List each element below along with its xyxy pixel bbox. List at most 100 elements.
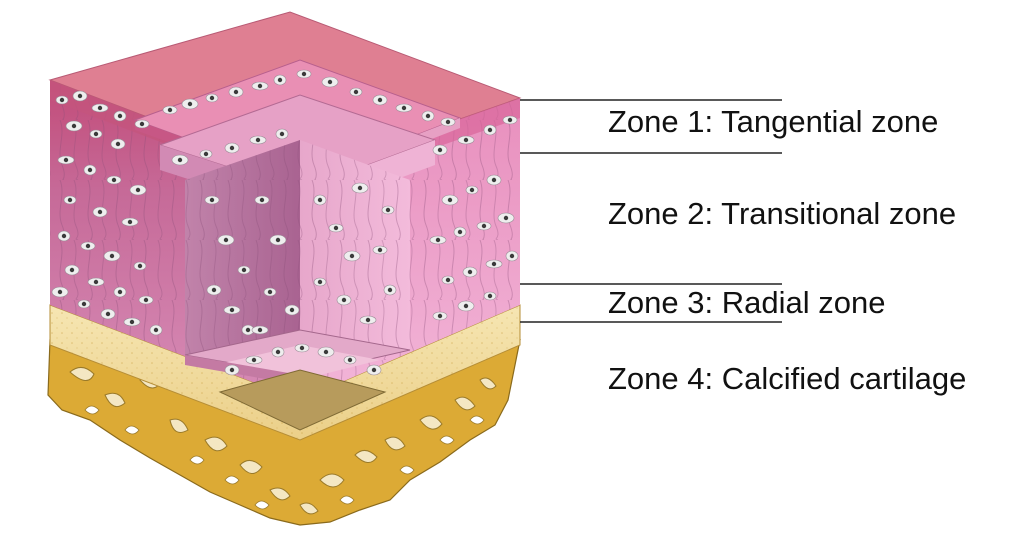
cell-nucleus	[97, 105, 103, 111]
cell-nucleus	[267, 289, 273, 295]
cell-nucleus	[97, 209, 103, 215]
cell-nucleus	[503, 215, 509, 221]
cell-nucleus	[277, 77, 283, 83]
cell-nucleus	[223, 237, 229, 243]
cell-nucleus	[255, 137, 261, 143]
cell-nucleus	[301, 71, 307, 77]
cell-nucleus	[385, 207, 391, 213]
cell-nucleus	[469, 187, 475, 193]
cell-nucleus	[275, 349, 281, 355]
cell-nucleus	[153, 327, 159, 333]
cell-nucleus	[445, 119, 451, 125]
cell-nucleus	[437, 147, 443, 153]
cell-nucleus	[491, 261, 497, 267]
cell-nucleus	[509, 253, 515, 259]
zone-leader-lines	[520, 99, 782, 323]
cell-nucleus	[333, 225, 339, 231]
cell-nucleus	[93, 279, 99, 285]
cell-nucleus	[457, 229, 463, 235]
cell-nucleus	[507, 117, 513, 123]
cell-nucleus	[139, 121, 145, 127]
cell-nucleus	[323, 349, 329, 355]
zone-1-label: Zone 1: Tangential zone	[608, 104, 939, 139]
cell-nucleus	[177, 157, 183, 163]
cell-nucleus	[211, 287, 217, 293]
cell-nucleus	[289, 307, 295, 313]
cell-nucleus	[137, 263, 143, 269]
cell-nucleus	[135, 187, 141, 193]
cell-nucleus	[467, 269, 473, 275]
cell-nucleus	[257, 83, 263, 89]
cell-nucleus	[425, 113, 431, 119]
cell-nucleus	[229, 307, 235, 313]
cell-nucleus	[167, 107, 173, 113]
cell-nucleus	[187, 101, 193, 107]
cell-nucleus	[377, 247, 383, 253]
cell-nucleus	[317, 279, 323, 285]
cell-nucleus	[129, 319, 135, 325]
cell-nucleus	[61, 233, 67, 239]
cell-nucleus	[87, 167, 93, 173]
cell-nucleus	[299, 345, 305, 351]
cell-nucleus	[245, 327, 251, 333]
cell-nucleus	[67, 197, 73, 203]
cell-nucleus	[93, 131, 99, 137]
cell-nucleus	[251, 357, 257, 363]
cell-nucleus	[229, 145, 235, 151]
zone-3-label: Zone 3: Radial zone	[608, 285, 886, 320]
cell-nucleus	[347, 357, 353, 363]
cell-nucleus	[357, 185, 363, 191]
cell-nucleus	[275, 237, 281, 243]
cell-nucleus	[111, 177, 117, 183]
cell-nucleus	[115, 141, 121, 147]
cell-nucleus	[69, 267, 75, 273]
cell-nucleus	[209, 197, 215, 203]
cell-nucleus	[59, 97, 65, 103]
cell-nucleus	[401, 105, 407, 111]
cell-nucleus	[317, 197, 323, 203]
cell-nucleus	[117, 113, 123, 119]
cell-nucleus	[203, 151, 209, 157]
cell-nucleus	[377, 97, 383, 103]
cell-nucleus	[71, 123, 77, 129]
cell-nucleus	[105, 311, 111, 317]
cell-nucleus	[487, 293, 493, 299]
cell-nucleus	[127, 219, 133, 225]
cell-nucleus	[259, 197, 265, 203]
cell-nucleus	[487, 127, 493, 133]
cell-nucleus	[81, 301, 87, 307]
cell-nucleus	[209, 95, 215, 101]
cell-nucleus	[109, 253, 115, 259]
cell-nucleus	[233, 89, 239, 95]
cell-nucleus	[77, 93, 83, 99]
cell-nucleus	[229, 367, 235, 373]
cell-nucleus	[117, 289, 123, 295]
cell-nucleus	[371, 367, 377, 373]
cell-nucleus	[463, 303, 469, 309]
cell-nucleus	[445, 277, 451, 283]
cell-nucleus	[257, 327, 263, 333]
cell-nucleus	[387, 287, 393, 293]
chondrocyte-cells	[51, 69, 519, 376]
cell-nucleus	[327, 79, 333, 85]
cell-nucleus	[437, 313, 443, 319]
cell-nucleus	[341, 297, 347, 303]
cell-nucleus	[279, 131, 285, 137]
cell-nucleus	[353, 89, 359, 95]
cell-nucleus	[143, 297, 149, 303]
cell-nucleus	[447, 197, 453, 203]
cell-nucleus	[435, 237, 441, 243]
cell-nucleus	[491, 177, 497, 183]
cutaway-interior	[133, 59, 462, 431]
cell-nucleus	[463, 137, 469, 143]
cell-nucleus	[349, 253, 355, 259]
cell-nucleus	[365, 317, 371, 323]
cell-nucleus	[241, 267, 247, 273]
cell-nucleus	[85, 243, 91, 249]
zone-4-label: Zone 4: Calcified cartilage	[608, 361, 967, 396]
cell-nucleus	[63, 157, 69, 163]
cell-nucleus	[481, 223, 487, 229]
cell-nucleus	[57, 289, 63, 295]
